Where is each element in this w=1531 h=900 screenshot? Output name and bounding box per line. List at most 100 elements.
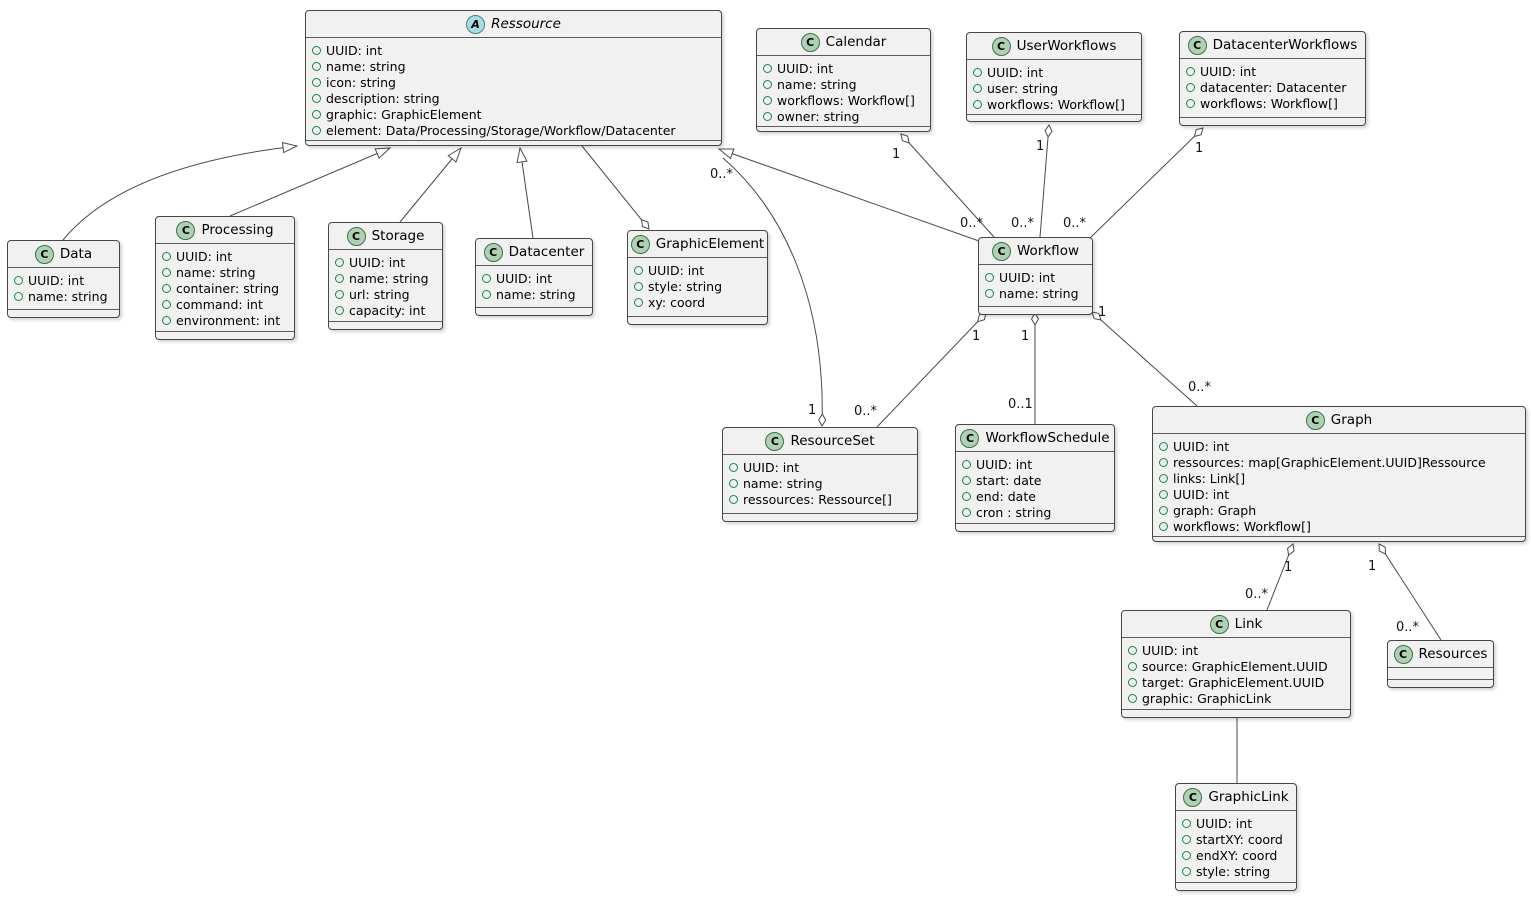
attribute: endXY: coord [1182,847,1290,863]
class-name: Data [59,246,93,262]
class-methods-empty [476,307,592,315]
multiplicity-label: 1 [1036,139,1044,154]
class-title: C Calendar [757,29,930,56]
class-title: C Datacenter [476,239,592,266]
attribute: ressources: map[GraphicElement.UUID]Ress… [1159,454,1519,470]
attribute-text: description: string [326,90,440,106]
attribute: start: date [962,472,1108,488]
attribute: element: Data/Processing/Storage/Workflo… [312,122,715,138]
attribute: name: string [763,76,924,92]
class-title: C Graph [1153,407,1525,434]
attribute: end: date [962,488,1108,504]
attribute-text: user: string [987,80,1059,96]
attribute-text: element: Data/Processing/Storage/Workflo… [326,122,676,138]
attribute: UUID: int [335,254,436,270]
attribute-text: end: date [976,488,1036,504]
field-visibility-icon [335,257,344,267]
attribute-text: graph: Graph [1173,502,1257,518]
multiplicity-label: 1 [1098,305,1106,320]
class-link: C Link UUID: int source: GraphicElement.… [1121,610,1351,718]
class-icon: C [765,431,785,451]
attribute: source: GraphicElement.UUID [1128,658,1344,674]
attribute-text: UUID: int [987,64,1044,80]
field-visibility-icon [634,297,643,307]
attribute-text: graphic: GraphicLink [1142,690,1272,706]
class-title: C Storage [329,223,442,250]
attribute-text: capacity: int [349,302,426,318]
class-attributes: UUID: int user: string workflows: Workfl… [967,60,1141,114]
class-attributes: UUID: int source: GraphicElement.UUID ta… [1122,638,1350,709]
attribute: UUID: int [985,269,1086,285]
field-visibility-icon [482,273,491,283]
class-attributes: UUID: int name: string [8,268,119,309]
attribute: cron : string [962,504,1108,520]
class-name: ResourceSet [790,433,875,449]
edge-ressource-graphicelement [581,145,650,230]
attribute-text: UUID: int [176,248,233,264]
edge-workflow-extends-ressource [717,148,980,242]
class-graph: C Graph UUID: int ressources: map[Graphi… [1152,406,1526,542]
attribute-text: command: int [176,296,263,312]
multiplicity-label: 0..* [710,167,734,182]
class-methods-empty [306,140,721,148]
attribute: UUID: int [973,64,1135,80]
class-name: Calendar [825,34,887,50]
attribute-text: UUID: int [777,60,834,76]
class-graphiclink: C GraphicLink UUID: int startXY: coord e… [1175,783,1297,891]
attribute: name: string [482,286,586,302]
class-title: C GraphicLink [1176,784,1296,811]
class-title: C ResourceSet [723,428,917,455]
attribute-text: workflows: Workflow[] [1173,518,1311,534]
attribute-text: UUID: int [326,42,383,58]
attribute-text: UUID: int [496,270,553,286]
attribute-text: name: string [349,270,429,286]
attribute-text: UUID: int [976,456,1033,472]
attribute: graphic: GraphicElement [312,106,715,122]
attribute: description: string [312,90,715,106]
class-storage: C Storage UUID: int name: string url: st… [328,222,443,330]
attribute-text: cron : string [976,504,1052,520]
attribute-text: ressources: Ressource[] [743,491,892,507]
multiplicity-label: 1 [1195,141,1203,156]
attribute: workflows: Workflow[] [1186,95,1359,111]
attribute: UUID: int [14,272,113,288]
class-icon: C [346,226,366,246]
multiplicity-label: 1 [1368,559,1376,574]
class-attributes: UUID: int name: string container: string… [156,244,294,331]
attribute-text: UUID: int [999,269,1056,285]
class-resourceset: C ResourceSet UUID: int name: string res… [722,427,918,522]
multiplicity-label: 0..* [960,216,984,231]
multiplicity-label: 0..* [1188,380,1212,395]
field-visibility-icon [162,283,171,293]
edge-workflow-graph [1091,311,1198,407]
field-visibility-icon [14,275,23,285]
edge-userworkflows-workflow [1039,124,1053,238]
attribute-text: datacenter: Datacenter [1200,79,1347,95]
field-visibility-icon [763,79,772,89]
field-visibility-icon [962,491,971,501]
attribute: name: string [312,58,715,74]
edge-resourceset-ressource [722,157,827,427]
attribute-text: graphic: GraphicElement [326,106,482,122]
field-visibility-icon [1182,866,1191,876]
class-icon: C [992,241,1011,261]
attribute-text: style: string [1196,863,1271,879]
class-attributes: UUID: int style: string xy: coord [628,258,767,316]
field-visibility-icon [763,111,772,121]
edge-datacenter-extends-ressource [516,146,534,239]
class-ressource: A Ressource UUID: int name: string icon:… [305,10,722,146]
abstract-class-icon: A [466,14,486,34]
edge-calendar-workflow [900,133,995,238]
field-visibility-icon [729,494,738,504]
multiplicity-label: 0..* [1245,587,1269,602]
class-methods-empty [1153,536,1525,544]
class-methods-empty [1388,679,1493,687]
attribute-text: name: string [496,286,576,302]
class-datacenterworkflows: C DatacenterWorkflows UUID: int datacent… [1179,31,1366,126]
class-icon: C [960,428,980,448]
attribute-text: links: Link[] [1173,470,1246,486]
class-name: Link [1234,616,1263,632]
attribute: UUID: int [962,456,1108,472]
class-title: A Ressource [306,11,721,38]
class-icon: C [1183,787,1203,807]
